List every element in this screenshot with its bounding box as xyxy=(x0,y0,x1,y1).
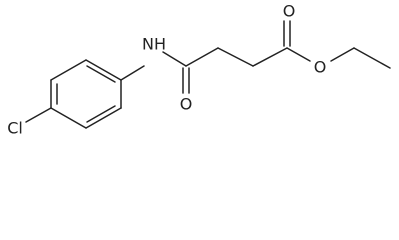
benzene-ring xyxy=(50,59,122,129)
c-cl-bond xyxy=(25,107,52,123)
ester-carbonyl-oxygen-label: O xyxy=(283,2,296,21)
amide-nitrogen-label: NH xyxy=(142,35,166,54)
chain-bonds xyxy=(25,20,391,123)
chlorine-atom-label: Cl xyxy=(7,119,23,138)
ring-n-bond xyxy=(120,65,145,81)
ethyl-bond xyxy=(353,47,391,69)
chemical-structure-diagram: Cl NH O O O xyxy=(7,2,391,138)
n-carbonyl-bond xyxy=(162,51,187,67)
ester-ether-oxygen-label: O xyxy=(314,58,327,77)
ring-double-bond-inner xyxy=(86,105,116,123)
ring-bond xyxy=(85,107,122,129)
ester-c-o-single-bond xyxy=(286,47,311,62)
ring-bond xyxy=(50,59,87,81)
ch2-bond xyxy=(185,47,219,67)
ring-bond xyxy=(85,59,122,81)
amide-oxygen-label: O xyxy=(180,95,193,114)
ring-bond xyxy=(50,107,87,129)
ch2-ester-carbonyl-bond xyxy=(252,47,288,67)
ch2-ch2-bond xyxy=(217,47,254,67)
ring-double-bond-inner xyxy=(86,65,116,83)
o-ethyl-bond xyxy=(330,47,355,62)
